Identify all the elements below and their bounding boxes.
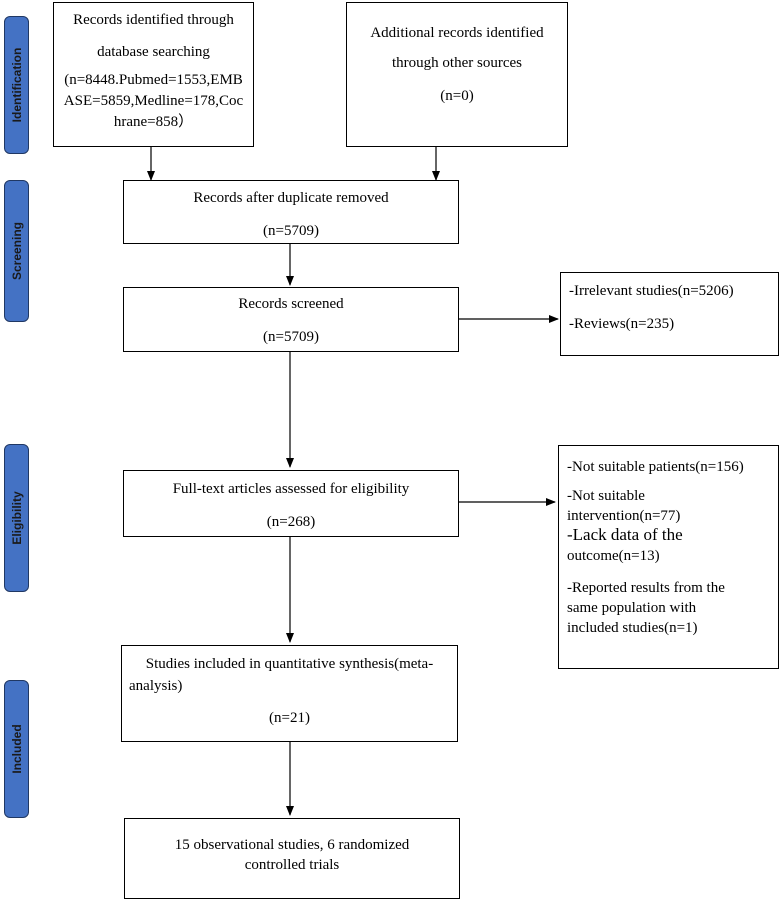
phase-screening: Screening (4, 180, 29, 322)
duplicates-removed-line-1: Records after duplicate removed (193, 190, 389, 206)
duplicates-removed-line-2: (n=5709) (263, 223, 319, 239)
quantitative-box: Studies included in quantitative synthes… (121, 645, 458, 742)
screen-excluded-line-1: -Irrelevant studies(n=5206) (569, 283, 734, 299)
fulltext-excluded-line-3: intervention(n=77) (567, 508, 681, 524)
screened-box: Records screened (n=5709) (123, 287, 459, 352)
final-box: 15 observational studies, 6 randomized c… (124, 818, 460, 899)
fulltext-line-2: (n=268) (266, 514, 316, 530)
fulltext-excluded-line-5: outcome(n=13) (567, 548, 660, 564)
fulltext-excluded-box: -Not suitable patients(n=156) -Not suita… (558, 445, 779, 669)
other-sources-line-2: through other sources (392, 55, 522, 71)
other-sources-box: Additional records identified through ot… (346, 2, 568, 147)
database-search-line-4: ASE=5859,Medline=178,Coc (63, 93, 244, 109)
quantitative-line-3: (n=21) (269, 710, 310, 726)
database-search-box: Records identified through database sear… (53, 2, 254, 147)
fulltext-excluded-line-6: -Reported results from the (567, 580, 725, 596)
quantitative-line-1: Studies included in quantitative synthes… (145, 656, 434, 672)
phase-eligibility: Eligibility (4, 444, 29, 592)
screen-excluded-box: -Irrelevant studies(n=5206) -Reviews(n=2… (560, 272, 779, 356)
final-line-2: controlled trials (244, 857, 340, 873)
final-line-1: 15 observational studies, 6 randomized (174, 837, 410, 853)
screened-line-2: (n=5709) (263, 329, 319, 345)
database-search-line-2: database searching (97, 44, 210, 60)
fulltext-line-1: Full-text articles assessed for eligibil… (172, 481, 410, 497)
database-search-line-1: Records identified through (73, 12, 234, 28)
screen-excluded-line-2: -Reviews(n=235) (569, 316, 675, 332)
duplicates-removed-box: Records after duplicate removed (n=5709) (123, 180, 459, 244)
database-search-line-3: (n=8448.Pubmed=1553,EMB (64, 72, 243, 88)
fulltext-excluded-line-4: -Lack data of the (567, 525, 683, 544)
fulltext-excluded-line-1: -Not suitable patients(n=156) (567, 459, 744, 475)
fulltext-excluded-line-7: same population with (567, 600, 697, 616)
phase-included: Included (4, 680, 29, 818)
other-sources-line-3: (n=0) (440, 88, 474, 104)
fulltext-excluded-line-8: included studies(n=1) (567, 620, 698, 636)
phase-identification: Identification (4, 16, 29, 154)
quantitative-line-2: analysis) (129, 678, 183, 694)
fulltext-excluded-line-2: -Not suitable (567, 488, 645, 504)
database-search-line-5: hrane=858） (113, 114, 194, 130)
fulltext-box: Full-text articles assessed for eligibil… (123, 470, 459, 537)
other-sources-line-1: Additional records identified (370, 25, 544, 41)
screened-line-1: Records screened (238, 296, 344, 312)
